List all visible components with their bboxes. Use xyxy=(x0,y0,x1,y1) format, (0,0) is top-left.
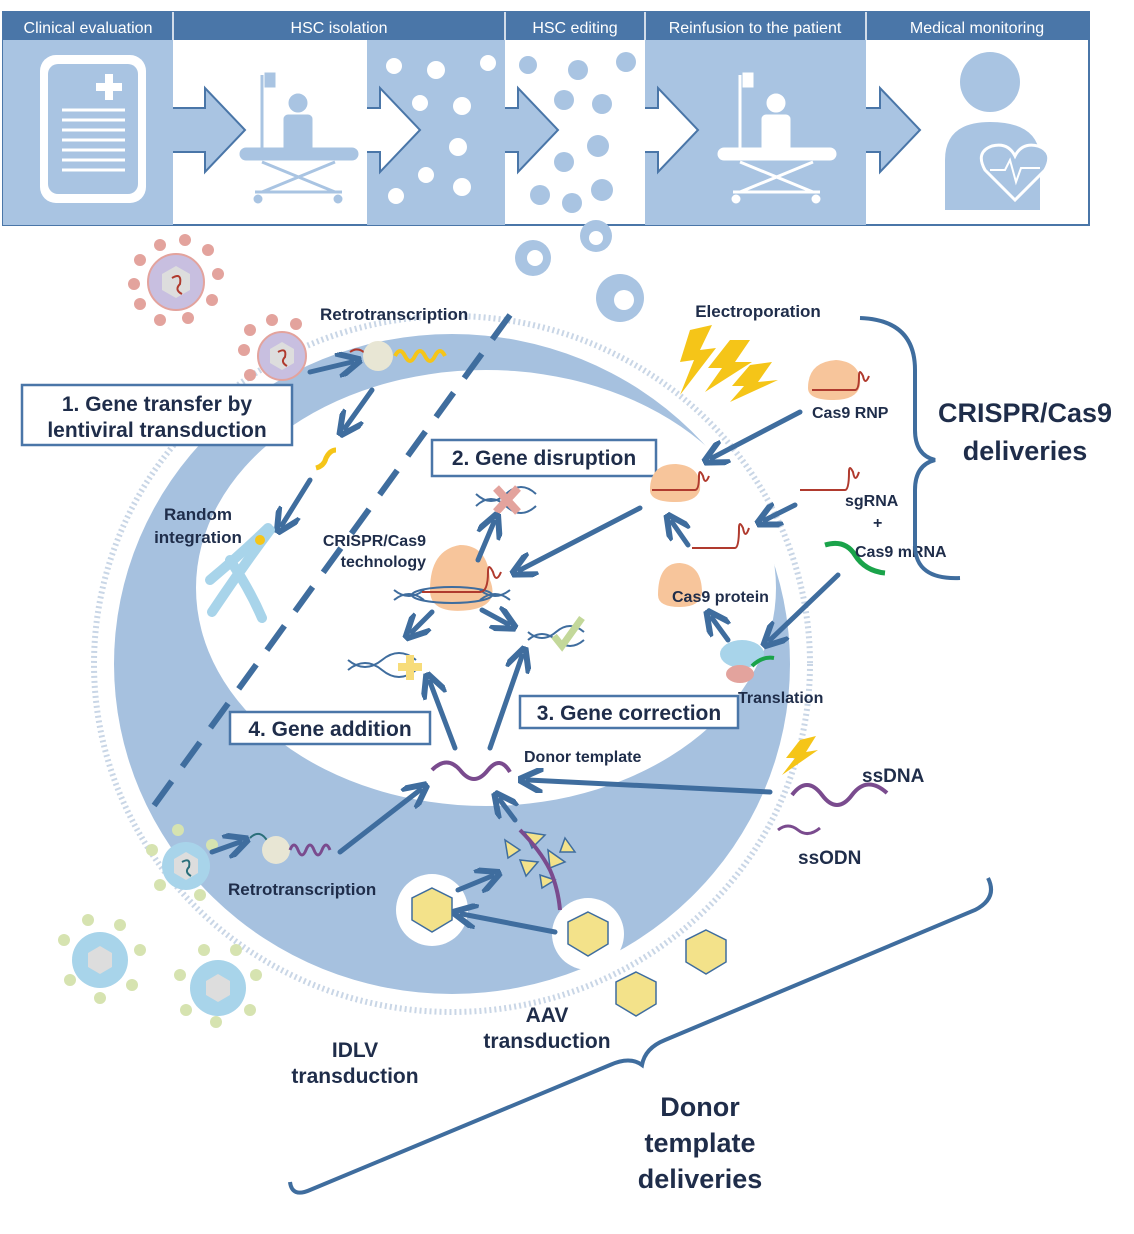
crispr-deliveries-brace xyxy=(859,316,961,581)
gene-transfer-box xyxy=(20,383,294,447)
random-integration-label-2: integration xyxy=(154,528,242,547)
reinfusion-patient-icon xyxy=(717,72,837,204)
gene-transfer-label-1: 1. Gene transfer by xyxy=(62,393,253,416)
plus-label: + xyxy=(873,515,882,532)
idlv-virus-entering-icon xyxy=(146,824,218,901)
translation-label: Translation xyxy=(738,690,823,707)
cas9-protein-icon xyxy=(658,563,702,607)
crispr-deliveries-label-1: CRISPR/Cas9 xyxy=(938,398,1112,428)
donor-deliveries-brace xyxy=(288,877,993,1195)
dna-disrupted-icon xyxy=(475,485,537,515)
dna-corrected-icon xyxy=(527,615,585,652)
aav-label-1: AAV xyxy=(526,1004,569,1027)
idlv-virus-icon-1 xyxy=(58,914,146,1004)
gene-correction-box xyxy=(518,694,740,730)
idlv-label-1: IDLV xyxy=(332,1039,378,1062)
sgrna-icon xyxy=(800,467,860,491)
electroporation-label: Electroporation xyxy=(695,302,821,321)
step-hsc-isolation: HSC isolation xyxy=(291,20,388,37)
crispr-technology-label-2: technology xyxy=(341,554,426,571)
random-integration-label-1: Random xyxy=(164,505,232,524)
cas9-mrna-label: Cas9 mRNA xyxy=(855,544,947,561)
step-medical-monitoring: Medical monitoring xyxy=(910,20,1044,37)
gene-disruption-box xyxy=(430,438,658,478)
retrotranscription-bottom-label: Retrotranscription xyxy=(228,880,376,899)
lentivirus-entering-icon xyxy=(238,314,307,381)
aav-label-2: transduction xyxy=(483,1030,610,1053)
lightning-icon xyxy=(680,325,818,775)
gene-addition-box xyxy=(228,710,432,746)
donor-deliveries-label-1: Donor xyxy=(660,1092,740,1122)
ssdna-label: ssDNA xyxy=(862,766,925,787)
step-clinical-evaluation: Clinical evaluation xyxy=(24,20,153,37)
retrotranscription-top-label: Retrotranscription xyxy=(320,305,468,324)
gene-addition-label: 4. Gene addition xyxy=(248,718,411,741)
crispr-technology-label-1: CRISPR/Cas9 xyxy=(323,533,426,550)
donor-deliveries-label-3: deliveries xyxy=(638,1164,763,1194)
sgrna-label: sgRNA xyxy=(845,493,899,510)
donor-template-strand xyxy=(430,760,512,781)
dna-addition-icon xyxy=(347,652,422,680)
flow-arrows xyxy=(173,85,922,175)
cas9-protein-label: Cas9 protein xyxy=(672,589,769,606)
banner-header xyxy=(3,12,1089,40)
ssodn-label: ssODN xyxy=(798,848,861,869)
clipboard-icon xyxy=(40,55,146,203)
step-hsc-editing: HSC editing xyxy=(532,20,617,37)
idlv-virus-icon-2 xyxy=(174,944,262,1028)
gene-correction-label: 3. Gene correction xyxy=(537,702,721,725)
cas9-rnp-icon xyxy=(808,360,870,400)
ssodn-icon xyxy=(777,824,821,835)
donor-template-label: Donor template xyxy=(524,749,641,766)
cas9-rnp-in-cell-icon xyxy=(650,464,710,502)
gene-disruption-label: 2. Gene disruption xyxy=(452,447,636,470)
gene-transfer-label-2: lentiviral transduction xyxy=(47,419,266,442)
donor-deliveries-label-2: template xyxy=(644,1128,755,1158)
step-reinfusion: Reinfusion to the patient xyxy=(669,20,842,37)
idlv-label-2: transduction xyxy=(291,1065,418,1088)
lentivirus-icon xyxy=(128,234,224,326)
cas9-mrna-icon xyxy=(824,540,886,576)
patient-bed-icon xyxy=(239,72,359,204)
ssdna-icon xyxy=(790,782,889,807)
hsc-cells xyxy=(386,52,644,322)
workflow-banner: Clinical evaluation HSC isolation HSC ed… xyxy=(2,11,1090,226)
sgrna-in-cell-icon xyxy=(692,523,750,549)
cas9-rnp-label: Cas9 RNP xyxy=(812,405,889,422)
person-heart-icon xyxy=(945,52,1051,210)
ribosome-icon xyxy=(720,640,775,683)
crispr-deliveries-label-2: deliveries xyxy=(963,436,1088,466)
